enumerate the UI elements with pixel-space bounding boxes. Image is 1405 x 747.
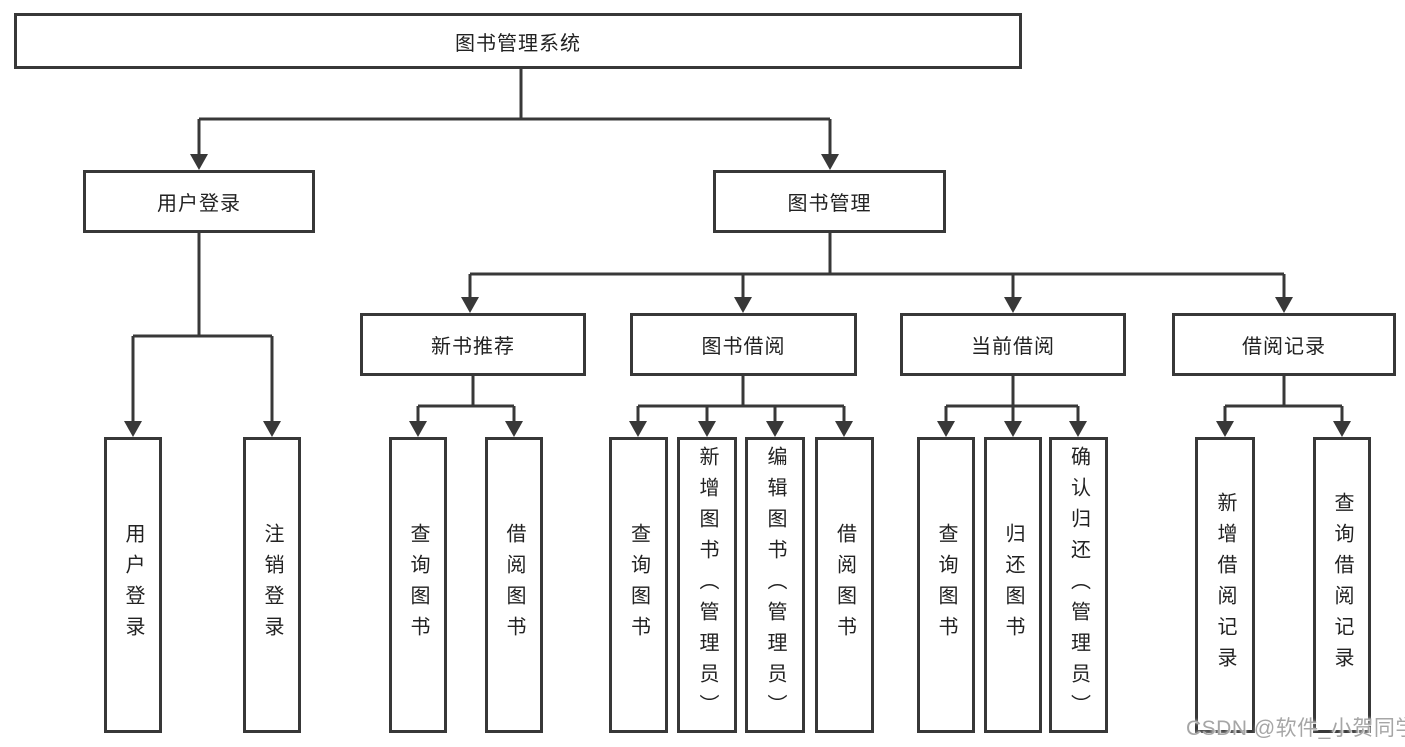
- node-label: 查询图书: [935, 523, 957, 647]
- node-label: 图书管理: [787, 193, 872, 215]
- node-query-books-borrow: 查询图书: [609, 437, 668, 733]
- node-add-borrow-record: 新增借阅记录: [1195, 437, 1255, 733]
- node-label: 借阅图书: [833, 523, 856, 647]
- node-confirm-return-admin: 确认归还（管理员）: [1049, 437, 1108, 733]
- node-book-borrow: 图书借阅: [630, 313, 857, 376]
- node-borrow-books-recommend: 借阅图书: [485, 437, 543, 733]
- node-current-borrow: 当前借阅: [900, 313, 1126, 376]
- node-label: 图书借阅: [701, 336, 786, 358]
- wire-book-management-branch: [468, 232, 1286, 301]
- node-label: 新增图书（管理员）: [696, 445, 718, 725]
- wire-user-login-branch: [131, 232, 274, 425]
- wire-borrow-record-branch: [1223, 375, 1344, 425]
- node-new-book-recommend: 新书推荐: [360, 313, 586, 376]
- node-book-management: 图书管理: [713, 170, 946, 233]
- node-label: 注销登录: [261, 523, 283, 647]
- node-login: 用户登录: [104, 437, 162, 733]
- node-query-borrow-record: 查询借阅记录: [1313, 437, 1371, 733]
- node-label: 查询借阅记录: [1331, 492, 1353, 678]
- node-label: 编辑图书（管理员）: [764, 445, 786, 725]
- node-label: 查询图书: [627, 523, 650, 647]
- wire-new-book-branch: [416, 375, 516, 425]
- node-label: 图书管理系统: [455, 32, 581, 55]
- watermark: CSDN @软件_小贺同学: [1186, 717, 1405, 740]
- node-label: 借阅图书: [503, 523, 525, 647]
- node-label: 新书推荐: [431, 336, 515, 358]
- wire-book-borrow-branch: [636, 375, 846, 425]
- node-user-login: 用户登录: [83, 170, 315, 233]
- node-label: 借阅记录: [1242, 336, 1326, 358]
- node-label: 用户登录: [157, 193, 241, 215]
- node-borrow-records: 借阅记录: [1172, 313, 1396, 376]
- node-query-books-recommend: 查询图书: [389, 437, 447, 733]
- node-label: 用户登录: [122, 523, 144, 647]
- wire-current-borrow-branch: [944, 375, 1080, 425]
- node-label: 确认归还（管理员）: [1067, 445, 1090, 725]
- node-return-books: 归还图书: [984, 437, 1042, 733]
- node-borrow-books: 借阅图书: [815, 437, 874, 733]
- node-label: 归还图书: [1002, 523, 1024, 647]
- arrowheads: [124, 154, 1351, 437]
- node-edit-book-admin: 编辑图书（管理员）: [745, 437, 805, 733]
- node-query-books-current: 查询图书: [917, 437, 975, 733]
- node-label: 当前借阅: [971, 336, 1055, 358]
- wire-root-to-level2: [197, 68, 832, 158]
- node-add-book-admin: 新增图书（管理员）: [677, 437, 737, 733]
- node-label: 查询图书: [407, 523, 429, 647]
- node-label: 新增借阅记录: [1214, 492, 1236, 678]
- node-library-system: 图书管理系统: [14, 13, 1022, 69]
- node-logout: 注销登录: [243, 437, 301, 733]
